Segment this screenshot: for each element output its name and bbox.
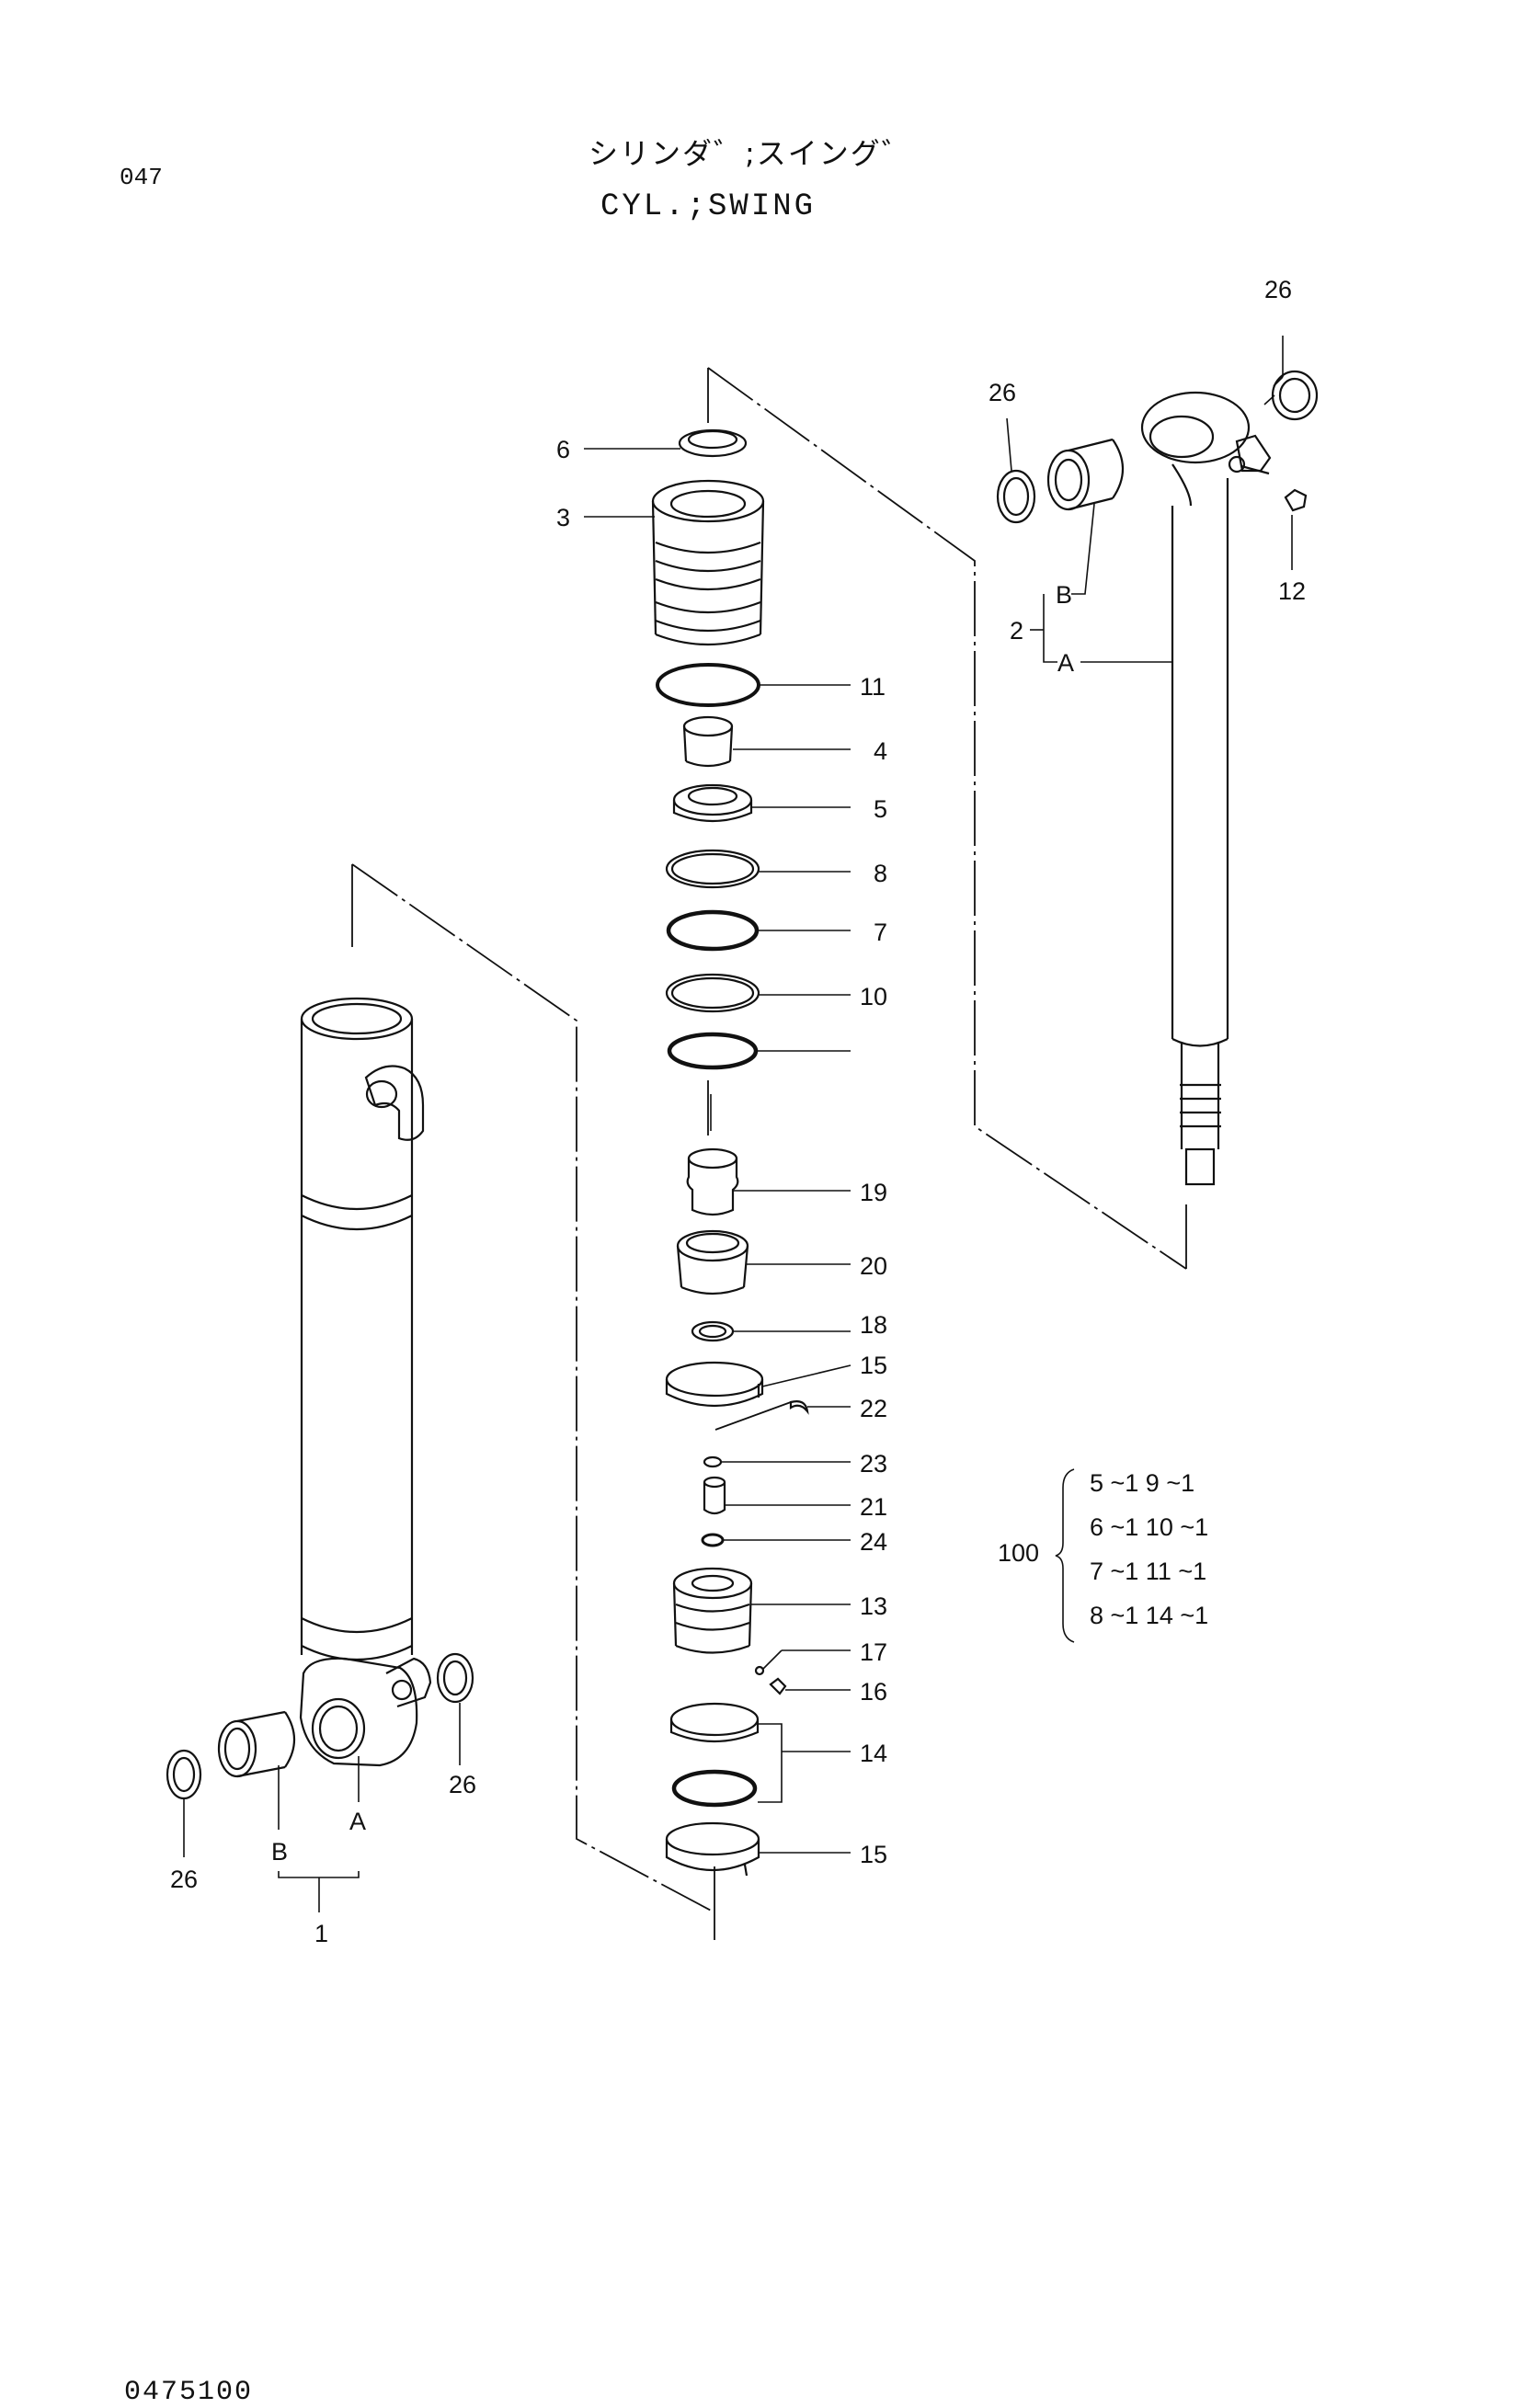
callout-3: 3 (556, 504, 570, 531)
kit-row-2: 6 ~1 10 ~1 (1090, 1513, 1208, 1541)
nut-13 (672, 1567, 753, 1654)
wear-ring-15-upper (665, 1361, 764, 1407)
kit-label-100: 100 (998, 1539, 1039, 1567)
callout-20: 20 (860, 1252, 887, 1280)
o-ring-7 (666, 909, 760, 952)
callout-21: 21 (860, 1493, 887, 1521)
seal-5 (672, 783, 753, 823)
callout-19: 19 (860, 1179, 887, 1206)
bushing-1b (217, 1710, 295, 1778)
callout-26-rod-right: 26 (1264, 276, 1292, 303)
callout-26-tube-left: 26 (170, 1866, 198, 1893)
callout-22: 22 (860, 1395, 887, 1422)
ring-8 (665, 849, 760, 889)
page-number: 047 (120, 164, 163, 191)
piston-rod (1140, 391, 1272, 1186)
wear-ring-15-lower (665, 1821, 760, 1877)
callout-2: 2 (1010, 617, 1023, 645)
snap-ring-22 (714, 1400, 809, 1431)
callout-15-lower: 15 (860, 1841, 887, 1868)
bushing-4 (682, 715, 734, 768)
cushion-19 (686, 1147, 739, 1216)
bushing-2b (1046, 438, 1124, 511)
grease-nipple-12 (1284, 488, 1308, 512)
callout-2b: B (1056, 581, 1072, 609)
cylinder-tube (299, 997, 432, 1767)
cylinder-head-3 (651, 479, 765, 646)
seal-26-rod-right (1271, 370, 1319, 421)
callout-15-upper: 15 (860, 1352, 887, 1379)
washer-18 (691, 1320, 735, 1342)
callout-5: 5 (874, 795, 887, 823)
ring-6 (678, 428, 748, 458)
callout-10: 10 (860, 983, 887, 1010)
callout-4: 4 (874, 737, 887, 765)
kit-row-4: 8 ~1 14 ~1 (1090, 1602, 1208, 1629)
drawing-number: 0475100 (124, 2377, 254, 2408)
plunger-21 (703, 1476, 726, 1515)
ball-17 (754, 1665, 765, 1676)
callout-26-tube-right: 26 (449, 1771, 476, 1798)
callout-1: 1 (314, 1920, 328, 1947)
seal-26-right (436, 1652, 474, 1704)
piston-20 (676, 1229, 749, 1295)
callout-7: 7 (874, 919, 887, 946)
seal-14 (669, 1702, 760, 1808)
ring-10 (665, 973, 760, 1013)
callout-1a: A (349, 1808, 366, 1835)
callout-11: 11 (860, 673, 886, 701)
seal-26-rod-left (996, 469, 1036, 524)
callout-1b: B (271, 1838, 288, 1866)
assembly-frame-lines (351, 367, 1187, 1940)
callout-24: 24 (860, 1528, 887, 1556)
title-japanese: シリンダ゛;スイング゛ (589, 136, 913, 171)
callout-6: 6 (556, 436, 570, 463)
set-screw-16 (769, 1677, 787, 1695)
callout-12: 12 (1278, 577, 1306, 605)
seal-26-left (166, 1749, 202, 1800)
title-english: CYL.;SWING (600, 189, 817, 224)
o-ring-9 (667, 1032, 759, 1070)
callout-14: 14 (860, 1740, 887, 1767)
kit-row-1: 5 ~1 9 ~1 (1090, 1469, 1194, 1497)
leader-lines (183, 336, 1293, 1912)
o-ring-11 (656, 663, 760, 707)
small-ring-23 (703, 1455, 723, 1468)
exploded-parts-diagram: 6 3 11 4 5 8 7 10 19 20 18 15 22 23 21 2… (166, 276, 1319, 1947)
callout-17: 17 (860, 1638, 887, 1666)
callout-26-rod-left: 26 (989, 379, 1016, 406)
callout-23: 23 (860, 1450, 887, 1478)
kit-row-3: 7 ~1 11 ~1 (1090, 1558, 1206, 1585)
callout-16: 16 (860, 1678, 887, 1706)
callout-2a: A (1057, 649, 1074, 677)
callout-13: 13 (860, 1592, 887, 1620)
callout-8: 8 (874, 860, 887, 887)
small-ring-24 (701, 1533, 725, 1547)
callout-18: 18 (860, 1311, 887, 1339)
